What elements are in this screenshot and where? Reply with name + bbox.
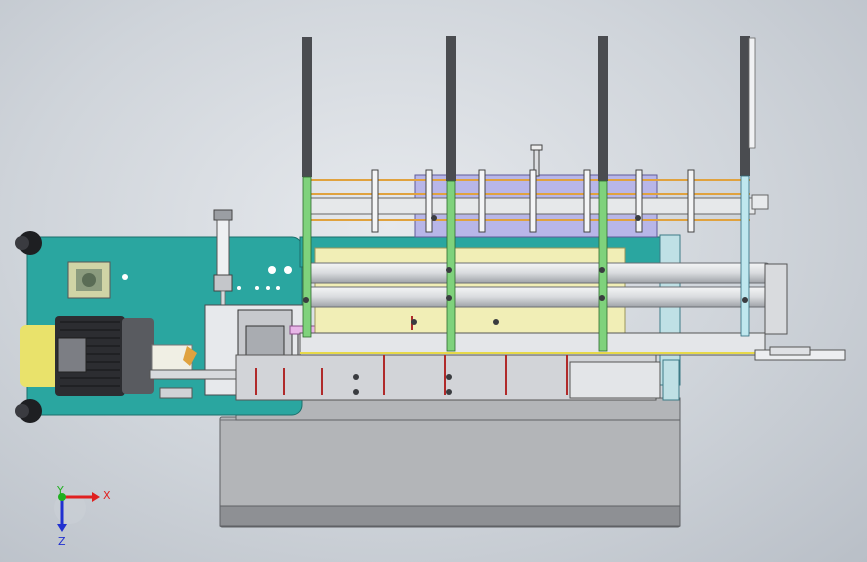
housing-bottom-strip (219, 505, 681, 527)
outfeed-tip (769, 346, 811, 356)
drive-motor (20, 316, 197, 399)
y-axis-label: Y (56, 484, 64, 497)
guide-post-1 (302, 37, 312, 177)
mount-hole (122, 274, 128, 280)
bed-front-panel (569, 361, 661, 399)
motor-end-cap (20, 325, 60, 387)
x-axis-arrowhead (92, 492, 100, 502)
motor-housing (55, 316, 125, 396)
rail-bar (149, 369, 241, 380)
guide-post-2 (446, 36, 456, 181)
spacer (529, 169, 537, 233)
guide-post-3-lower (598, 180, 608, 352)
crossbar-spacers (371, 169, 695, 233)
cylinder-barrel (216, 219, 230, 276)
x-axis-label: X (103, 489, 111, 502)
roller-lower (304, 286, 771, 308)
motor-flange (122, 318, 154, 394)
guide-post-1-lower (302, 176, 312, 338)
guide-post-4 (740, 36, 750, 176)
lower-housing (219, 397, 681, 528)
caster-wheel (15, 236, 29, 250)
guide-post-4-lower (740, 175, 750, 337)
guide-post-3 (598, 36, 608, 181)
roller-upper (304, 262, 771, 284)
head-inner (245, 325, 285, 359)
mount-hole (237, 286, 241, 290)
cylinder-cap (213, 209, 233, 221)
y-axis-dot (58, 493, 66, 501)
mount-hole (266, 286, 270, 290)
mount-hole (276, 286, 280, 290)
cylinder-foot (213, 274, 233, 292)
spacer (371, 169, 379, 233)
motor-mount-bracket (159, 387, 193, 399)
spacer (687, 169, 695, 233)
coupling-accent (183, 346, 197, 366)
caster-wheel (15, 404, 29, 418)
spacer (425, 169, 433, 233)
z-axis-label: Z (58, 535, 66, 548)
coordinate-triad[interactable]: X Y Z (54, 484, 111, 548)
housing-upper-slab (235, 397, 681, 421)
spacer (478, 169, 486, 233)
mount-hole (255, 286, 259, 290)
bolts (303, 215, 748, 395)
spacer (583, 169, 591, 233)
crossbar-end-stub (751, 194, 769, 210)
mount-hole (268, 266, 276, 274)
red-pins (255, 316, 568, 395)
guide-posts (302, 36, 756, 352)
roller-end-bracket (764, 263, 788, 335)
center-sensor-cap (530, 144, 543, 151)
post-4-side-bracket (748, 37, 756, 149)
control-knob (82, 273, 96, 287)
z-axis-arrowhead (57, 524, 67, 532)
right-support-column-lower (662, 359, 680, 401)
roller-bed (235, 247, 846, 401)
bed-lower-frame (299, 332, 766, 356)
guide-post-2-lower (446, 180, 456, 352)
mount-hole (284, 266, 292, 274)
spacer (635, 169, 643, 233)
motor-terminal-box (57, 337, 87, 373)
